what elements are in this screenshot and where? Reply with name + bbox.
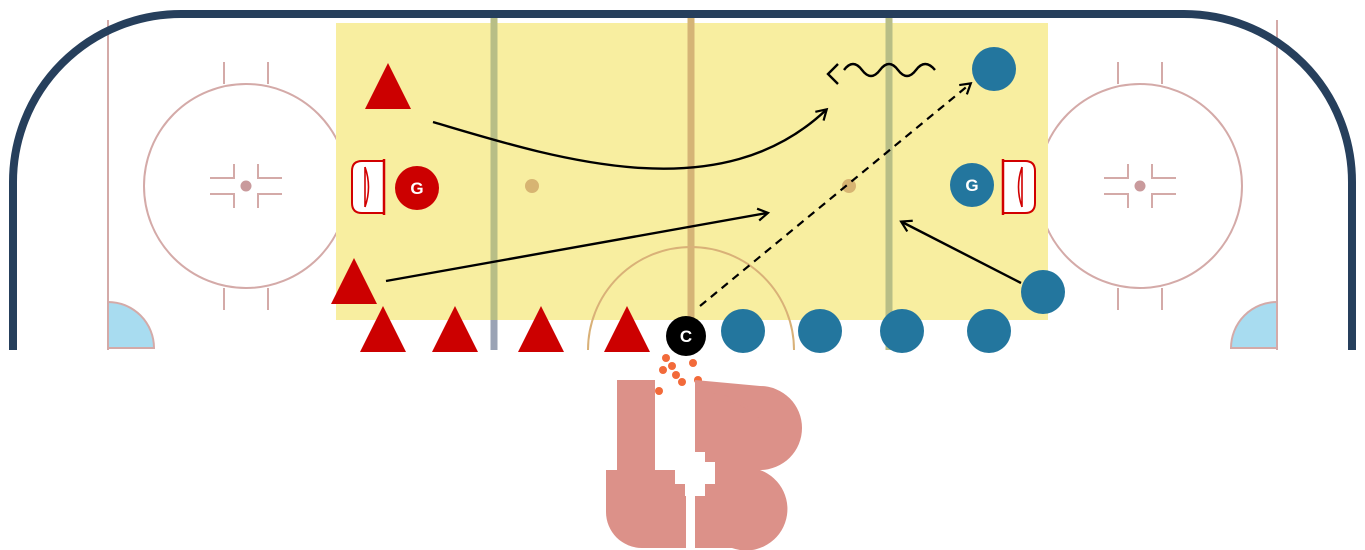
pass-path-dashed [699, 82, 973, 307]
blue-goalie-label: G [965, 176, 978, 195]
center-circle [587, 246, 795, 350]
blue-goalie: G [950, 163, 994, 207]
red-triangle-icon [432, 306, 478, 352]
red-triangle-icon [604, 306, 650, 352]
red-triangle-icon [331, 258, 377, 304]
faceoff-dot-icon [1134, 180, 1146, 192]
faceoff-dot-icon [240, 180, 252, 192]
goalie-icon [395, 166, 439, 210]
faceoff-dot-icon [842, 179, 856, 193]
pucks [655, 354, 702, 395]
red-triangle-icon [365, 63, 411, 109]
skate-path-curve [432, 107, 829, 170]
crease-left [107, 300, 156, 349]
goalie-icon [950, 163, 994, 207]
blue-circle-icon [880, 309, 924, 353]
red-goalie: G [395, 166, 439, 210]
blue-circle-icon [972, 47, 1016, 91]
coach-label: C [680, 327, 692, 346]
red-goalie-label: G [410, 179, 423, 198]
skate-path-straight [385, 207, 771, 283]
net-icon [351, 159, 386, 215]
coach-icon [666, 316, 706, 356]
logo-icon [606, 380, 802, 550]
faceoff-dot-icon [525, 179, 539, 193]
net-icon [1001, 159, 1036, 215]
blue-players [721, 47, 1065, 353]
blue-circle-icon [721, 309, 765, 353]
puck-carry-arrowhead [826, 63, 839, 85]
red-triangle-icon [518, 306, 564, 352]
crease-right [1229, 300, 1278, 349]
puck-carry-squiggle [843, 62, 936, 78]
rink [9, 10, 1356, 350]
blue-circle-icon [967, 309, 1011, 353]
movement-paths [385, 62, 1022, 307]
red-triangle-icon [360, 306, 406, 352]
rink-boards [9, 10, 1356, 350]
blue-circle-icon [798, 309, 842, 353]
skate-path-blue-d [899, 219, 1022, 285]
faceoff-circle-left [143, 62, 349, 310]
coach: C [666, 316, 706, 356]
red-players [331, 63, 650, 352]
faceoff-circle-right [1037, 62, 1243, 310]
blue-circle-icon [1021, 270, 1065, 314]
